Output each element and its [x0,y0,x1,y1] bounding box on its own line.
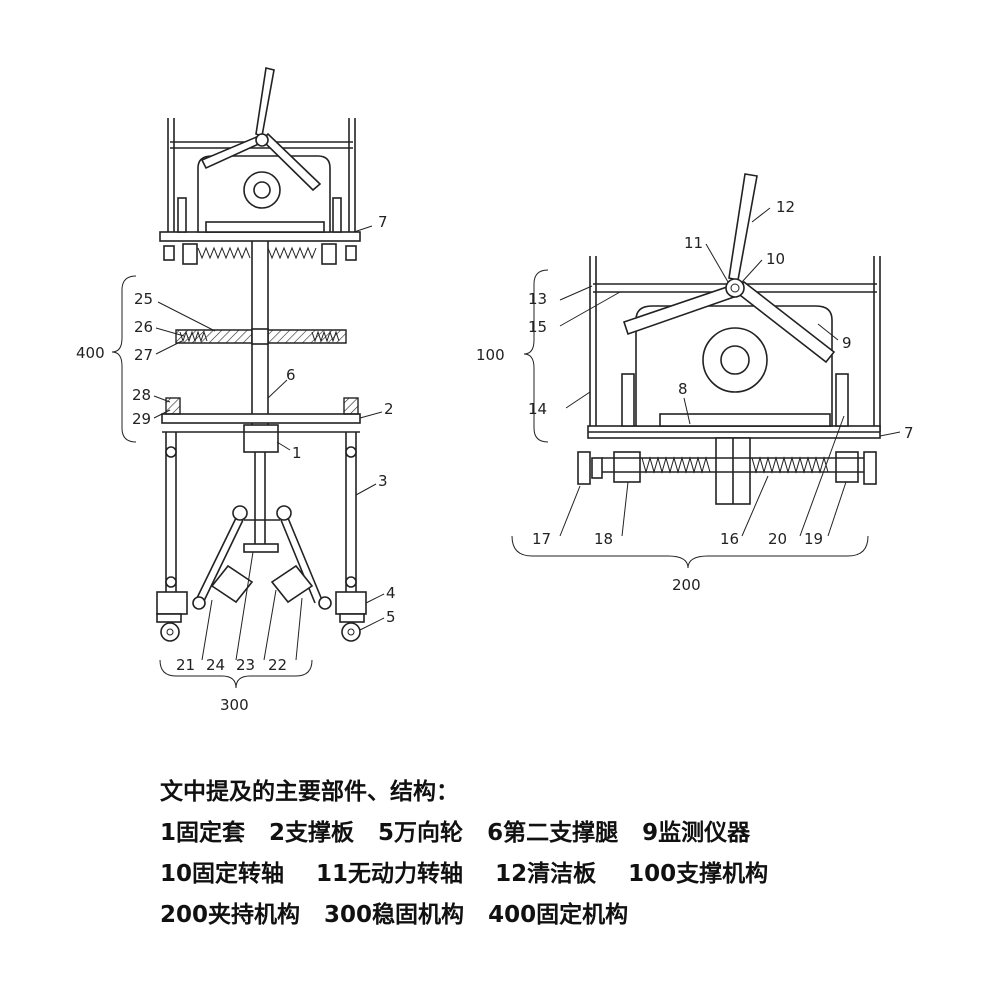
label-2: 2 [384,400,394,418]
label-14: 14 [528,400,547,418]
left-stabilizing-linkage [192,505,332,610]
label-1: 1 [292,444,302,462]
label-9: 9 [842,334,852,352]
technical-drawing: 7 25 26 27 400 28 29 6 2 1 3 4 5 21 24 2… [76,67,914,714]
left-support-plate [161,397,361,453]
left-figure: 7 25 26 27 400 28 29 6 2 1 3 4 5 21 24 2… [76,67,396,714]
brace-300 [159,659,313,689]
label-3: 3 [378,472,388,490]
label-20: 20 [768,530,787,548]
left-side-legs [156,432,367,642]
legend-line-1: 1固定套 2支撑板 5万向轮 6第二支撑腿 9监测仪器 [160,820,751,846]
label-5: 5 [386,608,396,626]
label-7-right: 7 [904,424,914,442]
label-22: 22 [268,656,287,674]
left-part-labels: 7 25 26 27 400 28 29 6 2 1 3 4 5 21 24 2… [76,213,396,714]
label-21: 21 [176,656,195,674]
label-6: 6 [286,366,296,384]
brace-200 [511,535,869,569]
label-4: 4 [386,584,396,602]
label-400: 400 [76,344,105,362]
label-11: 11 [684,234,703,252]
left-fixing-plate [175,328,347,345]
right-part-labels: 12 11 10 13 15 9 100 8 14 7 17 18 16 20 … [476,198,914,594]
legend-line-2: 10固定转轴 11无动力转轴 12清洁板 100支撑机构 [160,861,769,887]
legend-line-3: 200夹持机构 300稳固机构 400固定机构 [160,902,629,928]
label-7-left: 7 [378,213,388,231]
label-100: 100 [476,346,505,364]
label-16: 16 [720,530,739,548]
label-10: 10 [766,250,785,268]
left-lead-screw [163,243,357,265]
right-monitor-instrument [635,305,833,427]
label-19: 19 [804,530,823,548]
label-18: 18 [594,530,613,548]
label-300: 300 [220,696,249,714]
right-cleaning-blades [622,173,836,364]
label-28: 28 [132,386,151,404]
right-figure: 12 11 10 13 15 9 100 8 14 7 17 18 16 20 … [476,173,914,594]
brace-100 [523,269,549,443]
label-12: 12 [776,198,795,216]
brace-400 [111,275,137,443]
left-monitor-instrument [197,155,331,233]
label-29: 29 [132,410,151,428]
label-25: 25 [134,290,153,308]
right-lead-screw [577,437,877,505]
label-8: 8 [678,380,688,398]
parts-legend: 文中提及的主要部件、结构： 1固定套 2支撑板 5万向轮 6第二支撑腿 9监测仪… [160,772,980,936]
label-26: 26 [134,318,153,336]
label-24: 24 [206,656,225,674]
label-200: 200 [672,576,701,594]
right-leader-lines [559,207,901,537]
left-cleaning-blades [200,67,322,192]
label-13: 13 [528,290,547,308]
label-15: 15 [528,318,547,336]
label-27: 27 [134,346,153,364]
legend-title: 文中提及的主要部件、结构： [160,779,459,805]
left-central-column [243,241,279,553]
label-17: 17 [532,530,551,548]
left-leader-lines [153,225,385,661]
label-23: 23 [236,656,255,674]
